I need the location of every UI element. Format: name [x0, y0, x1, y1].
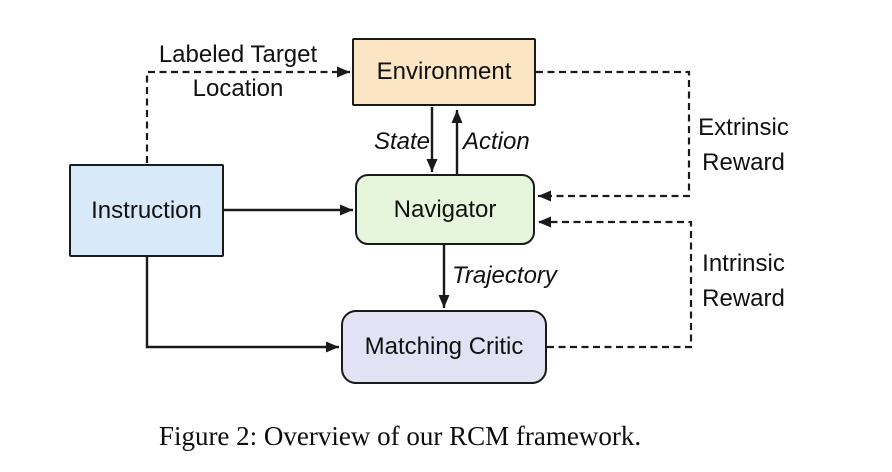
edge-label-extrinsic-reward: Extrinsic Reward [691, 110, 796, 180]
figure-caption: Figure 2: Overview of our RCM framework. [158, 421, 642, 451]
edge-label-labeled-target-line2: Location [192, 75, 284, 102]
edge-label-labeled-target-line1: Labeled Target [158, 41, 318, 68]
node-environment-label: Environment [376, 58, 512, 85]
edge-instruction-to-matching-critic [145, 257, 339, 353]
node-instruction-label: Instruction [91, 196, 202, 224]
edge-label-extrinsic-line2: Reward [702, 149, 785, 176]
edge-intrinsic-reward [538, 216, 693, 349]
edge-label-extrinsic-line1: Extrinsic [698, 114, 789, 141]
edge-label-intrinsic-line1: Intrinsic [702, 250, 785, 277]
node-navigator: Navigator [355, 174, 535, 245]
edge-label-trajectory: Trajectory [452, 262, 557, 289]
edge-label-intrinsic-line2: Reward [702, 285, 785, 312]
node-navigator-label: Navigator [393, 195, 497, 223]
node-matching-critic-label: Matching Critic [364, 333, 524, 360]
edge-label-action: Action [463, 128, 530, 155]
node-instruction: Instruction [69, 164, 224, 257]
edge-label-state: State [373, 128, 430, 155]
edge-extrinsic-reward [536, 70, 691, 202]
node-environment: Environment [352, 38, 536, 106]
edge-label-intrinsic-reward: Intrinsic Reward [691, 246, 796, 316]
node-matching-critic: Matching Critic [341, 310, 547, 384]
